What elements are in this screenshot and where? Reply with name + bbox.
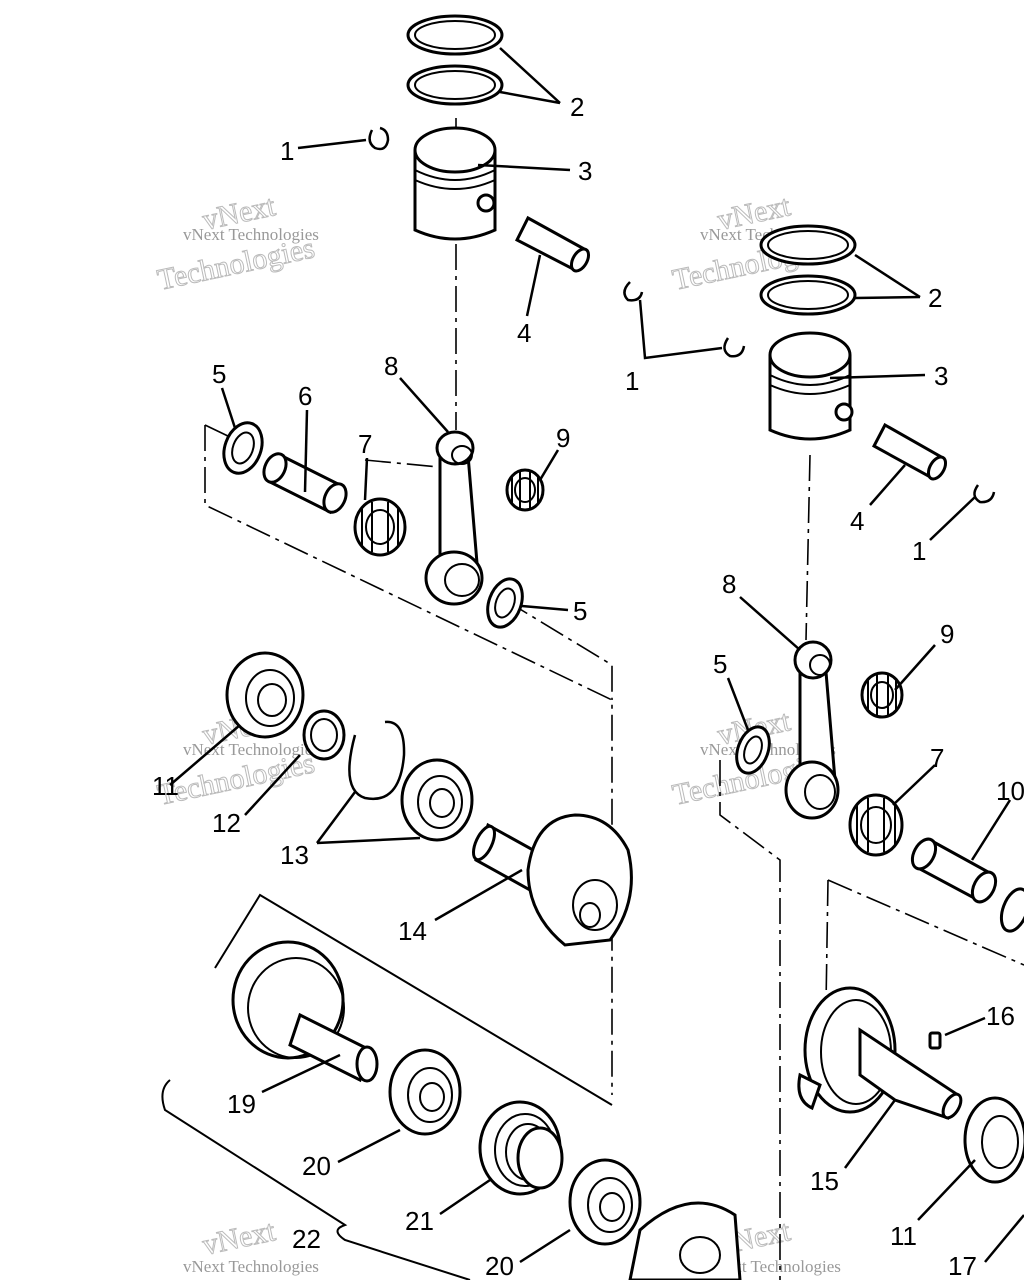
- piston-left: [413, 126, 497, 241]
- callout-5: 5: [713, 649, 727, 679]
- leader-lines-lower-right: [843, 1016, 1024, 1263]
- watermark-small-text: vNext Technologies: [183, 225, 319, 244]
- callout-2: 2: [570, 92, 584, 122]
- piston-pin-right: [871, 422, 948, 481]
- leader-lines-upper-right: [829, 253, 976, 541]
- leader-lines-bottom-left: [261, 1053, 571, 1264]
- key-16: [928, 1031, 942, 1050]
- callout-13: 13: [280, 840, 309, 870]
- callout-1: 1: [280, 136, 294, 166]
- callout-7: 7: [358, 429, 372, 459]
- assembly-bracket-upper: [214, 893, 613, 1106]
- main-bearing-left: [225, 651, 305, 739]
- circlip-right-a: [723, 337, 746, 358]
- piston-pin-left: [514, 215, 591, 273]
- thrust-washer-left-b: [486, 577, 524, 629]
- needle-bearing-small-end-left: [505, 468, 545, 512]
- callout-15: 15: [810, 1166, 839, 1196]
- connecting-rod-right: [784, 640, 840, 820]
- crank-half-left: [471, 813, 633, 947]
- callout-1: 1: [912, 536, 926, 566]
- callout-19: 19: [227, 1089, 256, 1119]
- crank-half-right: [797, 986, 963, 1120]
- callout-20: 20: [302, 1151, 331, 1181]
- leader-lines-lower-left: [169, 724, 523, 922]
- callout-20: 20: [485, 1251, 514, 1280]
- thrust-washer-right: [735, 725, 771, 775]
- callout-labels: 1 2 3 4 1 5 6 7 8 9 5 11 12 13 14 19 20 …: [152, 92, 1024, 1280]
- callout-10: 10: [996, 776, 1024, 806]
- circlip-left-b: [623, 281, 644, 302]
- thrust-washer-left-a: [222, 421, 264, 475]
- callout-3: 3: [578, 156, 592, 186]
- leader-lines-mid-left: [220, 377, 569, 612]
- crank-pin-right: [910, 837, 998, 904]
- circlip-right-b: [973, 484, 996, 504]
- assembly-bracket-lower: [161, 1079, 471, 1280]
- piston-right: [768, 331, 854, 441]
- needle-bearing-small-end-right: [860, 671, 904, 719]
- callout-9: 9: [556, 423, 570, 453]
- callout-4: 4: [517, 318, 531, 348]
- callout-14: 14: [398, 916, 427, 946]
- callout-16: 16: [986, 1001, 1015, 1031]
- snap-ring-left: [348, 720, 406, 801]
- callout-3: 3: [934, 361, 948, 391]
- callout-1: 1: [625, 366, 639, 396]
- spacer-ring-left: [302, 709, 346, 761]
- callout-12: 12: [212, 808, 241, 838]
- main-bearing-right: [963, 1096, 1024, 1184]
- callout-8: 8: [722, 569, 736, 599]
- callout-11: 11: [890, 1221, 917, 1251]
- callout-5: 5: [212, 359, 226, 389]
- callout-2: 2: [928, 283, 942, 313]
- callout-4: 4: [850, 506, 864, 536]
- needle-bearing-big-end-right: [848, 793, 904, 857]
- watermark-top-left: vNext vNext Technologies Technologies: [154, 189, 319, 298]
- callout-22: 22: [292, 1224, 321, 1254]
- leader-lines-mid-right: [726, 596, 1012, 861]
- piston-rings-right: [759, 224, 857, 316]
- piston-rings-left: [406, 14, 504, 106]
- callout-11: 11: [152, 771, 179, 801]
- callout-7: 7: [930, 743, 944, 773]
- bearing-20-left: [388, 1048, 462, 1136]
- callout-5: 5: [573, 596, 587, 626]
- watermark-large-top: vNext: [200, 1214, 279, 1262]
- connecting-rod-left: [424, 430, 484, 606]
- callout-21: 21: [405, 1206, 434, 1236]
- washer-right-edge: [999, 887, 1024, 933]
- flywheel-end-left: [231, 940, 379, 1083]
- callout-8: 8: [384, 351, 398, 381]
- needle-bearing-big-end-left: [353, 497, 407, 557]
- callout-17: 17: [948, 1251, 977, 1280]
- watermark-small-text: vNext Technologies: [183, 1257, 319, 1276]
- bearing-20-right: [568, 1158, 642, 1246]
- labyrinth-seal-21: [478, 1100, 564, 1196]
- circlip-left-a: [368, 126, 390, 151]
- leader-lines-upper-left: [297, 47, 723, 360]
- crank-half-bottom: [628, 1201, 742, 1280]
- ball-bearing-left: [400, 758, 474, 842]
- callout-6: 6: [298, 381, 312, 411]
- callout-9: 9: [940, 619, 954, 649]
